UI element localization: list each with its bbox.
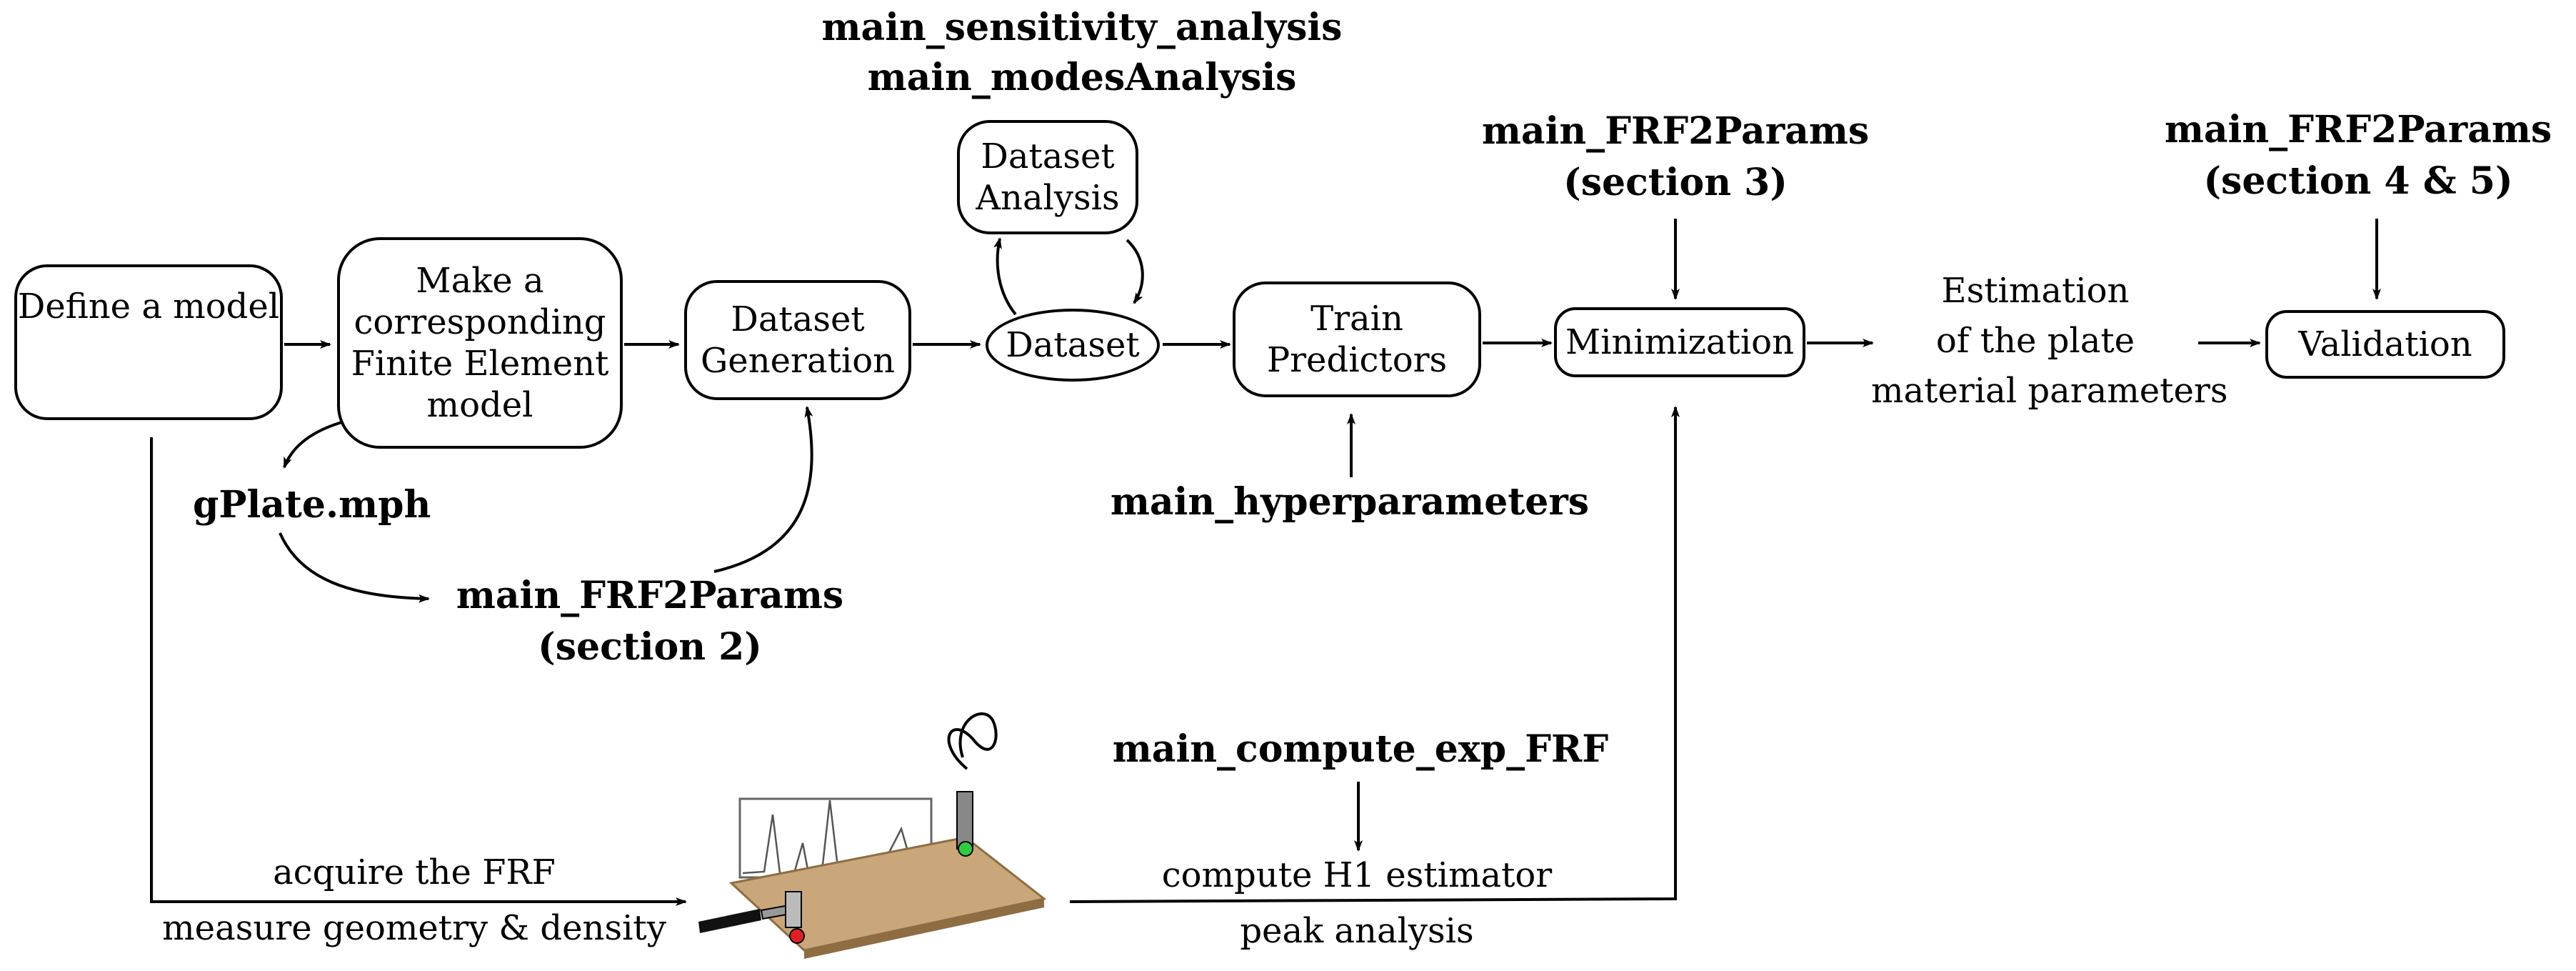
arrow-experiment-to-minimization — [1069, 406, 1680, 903]
fe-model-line-4: model — [426, 385, 533, 425]
compute-h1-label: compute H1 estimator — [1161, 855, 1553, 895]
accelerometer-icon — [947, 712, 998, 857]
arrow-analysis-to-dataset — [1126, 239, 1144, 304]
modes-analysis-script: main_modesAnalysis — [867, 56, 1297, 99]
hyperparameters-script: main_hyperparameters — [1110, 480, 1590, 524]
train-predictors-line-2: Predictors — [1266, 340, 1448, 380]
dataset-analysis-line-1: Dataset — [981, 136, 1115, 176]
frf2params-s2-line-1: main_FRF2Params — [456, 574, 844, 617]
fe-model-box[interactable]: Make a corresponding Finite Element mode… — [337, 237, 623, 449]
dataset-analysis-line-2: Analysis — [976, 178, 1120, 218]
acquire-frf-label: acquire the FRF — [273, 852, 556, 892]
fe-model-line-2: corresponding — [354, 302, 606, 342]
dataset-analysis-box[interactable]: Dataset Analysis — [957, 120, 1138, 234]
fe-model-line-1: Make a — [416, 261, 544, 301]
arrow-define-to-experiment — [150, 437, 687, 906]
dataset-generation-line-1: Dataset — [731, 299, 865, 339]
gplate-file: gPlate.mph — [193, 483, 431, 527]
arrow-fe-to-gplate — [283, 420, 345, 469]
frf2params-section2-script: main_FRF2Params (section 2) — [429, 570, 871, 673]
arrow-frf2params-s2-to-generation — [713, 406, 813, 573]
define-model-label: Define a model — [17, 287, 280, 327]
define-model-box[interactable]: Define a model — [14, 264, 283, 420]
dataset-node[interactable]: Dataset — [986, 309, 1160, 382]
dataset-label: Dataset — [1006, 325, 1140, 365]
frf2params-s45-line-2: (section 4 & 5) — [2203, 159, 2513, 203]
fe-model-line-3: Finite Element — [351, 344, 609, 384]
frf2params-s3-line-1: main_FRF2Params — [1481, 109, 1870, 153]
estimation-line-2: of the plate — [1935, 321, 2135, 361]
frf2params-s45-line-1: main_FRF2Params — [2164, 108, 2552, 151]
sensitivity-analysis-script: main_sensitivity_analysis — [821, 6, 1343, 49]
experiment-setup-icon — [698, 712, 1047, 959]
minimization-box[interactable]: Minimization — [1554, 307, 1805, 377]
dataset-generation-box[interactable]: Dataset Generation — [684, 280, 911, 400]
dataset-generation-line-2: Generation — [700, 341, 896, 381]
arrow-dataset-to-analysis — [993, 237, 1017, 316]
frf2params-section3-script: main_FRF2Params (section 3) — [1454, 106, 1897, 209]
measure-geometry-label: measure geometry & density — [162, 908, 666, 948]
frf2params-s3-line-2: (section 3) — [1563, 161, 1788, 204]
train-predictors-line-1: Train — [1310, 299, 1403, 339]
estimation-line-3: material parameters — [1871, 371, 2228, 411]
peak-analysis-label: peak analysis — [1240, 911, 1474, 951]
train-predictors-box[interactable]: Train Predictors — [1233, 282, 1481, 397]
frf2params-s2-line-2: (section 2) — [538, 625, 762, 669]
validation-label: Validation — [2298, 324, 2472, 364]
impact-hammer-icon — [698, 891, 805, 944]
compute-exp-frf-script: main_compute_exp_FRF — [1112, 727, 1609, 771]
arrow-gplate-to-frf2params-s2 — [279, 532, 430, 603]
minimization-label: Minimization — [1565, 322, 1794, 362]
estimation-label: Estimation of the plate material paramet… — [1871, 266, 2228, 416]
estimation-line-1: Estimation — [1941, 271, 2130, 311]
frf2params-section45-script: main_FRF2Params (section 4 & 5) — [2144, 104, 2572, 207]
validation-box[interactable]: Validation — [2265, 310, 2505, 379]
